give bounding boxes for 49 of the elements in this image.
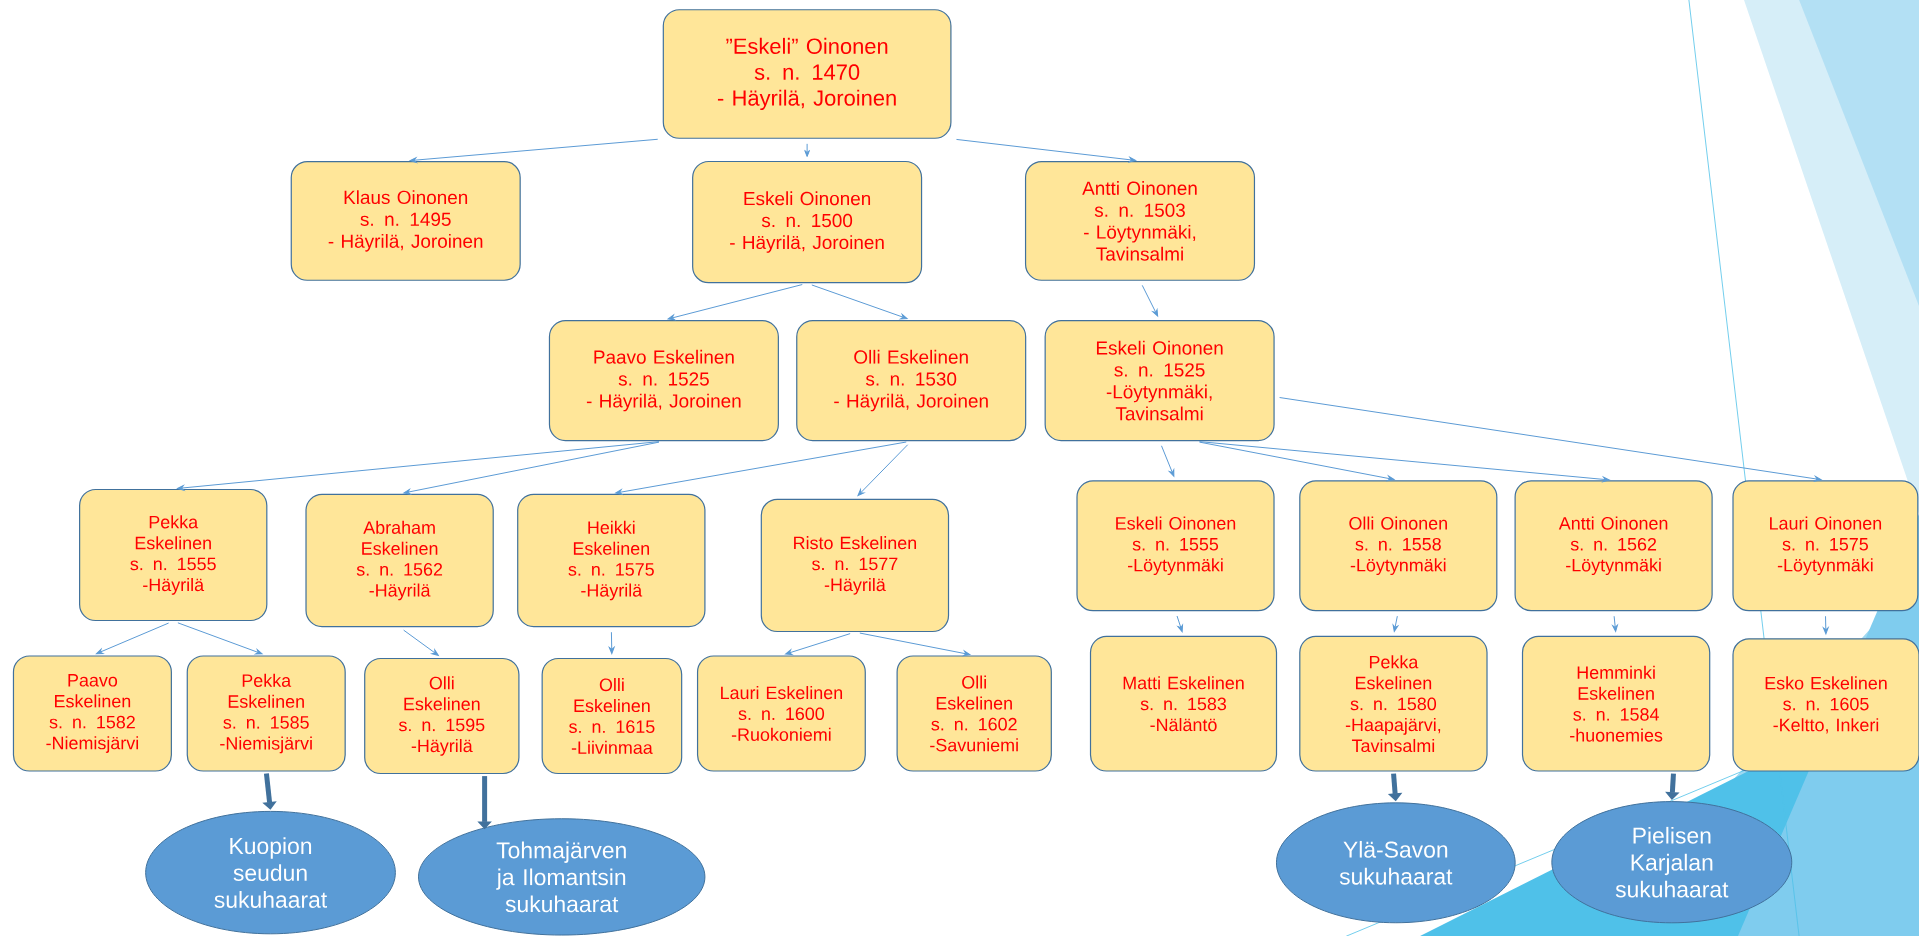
- arrow: [177, 441, 660, 491]
- arrow: [859, 632, 971, 657]
- person-box: Olli Eskelinen s. n. 1595 -Häyrilä: [364, 657, 520, 775]
- arrow: [409, 138, 659, 163]
- arrow: [804, 143, 810, 157]
- arrow: [1612, 615, 1618, 632]
- person-box: Olli Oinonen s. n. 1558 -Löytynmäki: [1299, 480, 1498, 612]
- arrow: [1199, 441, 1610, 483]
- arrow: [1279, 397, 1822, 482]
- person-box: Lauri Eskelinen s. n. 1600 -Ruokoniemi: [696, 655, 866, 772]
- person-box: Antti Oinonen s. n. 1562 -Löytynmäki: [1514, 480, 1713, 612]
- arrow: [615, 441, 907, 495]
- person-box: Olli Eskelinen s. n. 1602 -Savuniemi: [896, 655, 1052, 772]
- person-box: Lauri Oinonen s. n. 1575 -Löytynmäki: [1732, 480, 1919, 612]
- person-box: Pekka Eskelinen s. n. 1580 -Haapajärvi, Tavinsalmi: [1299, 635, 1488, 772]
- arrow: [1392, 615, 1399, 632]
- arrow: [1822, 615, 1829, 635]
- arrow: [403, 629, 439, 656]
- arrow: [667, 284, 803, 321]
- person-box: Matti Eskelinen s. n. 1583 -Näläntö: [1089, 635, 1278, 772]
- person-box: Risto Eskelinen s. n. 1577 -Häyrilä: [760, 498, 950, 633]
- arrow: [177, 622, 263, 655]
- arrow: [1176, 615, 1184, 633]
- arrow: [785, 633, 851, 655]
- arrow: [608, 631, 615, 654]
- person-box: Olli Eskelinen s. n. 1615 -Liivinmaa: [541, 657, 683, 775]
- arrow: [857, 444, 909, 497]
- person-box: Abraham Eskelinen s. n. 1562 -Häyrilä: [305, 493, 494, 628]
- person-box: Eskeli Oinonen s. n. 1555 -Löytynmäki: [1076, 480, 1275, 612]
- person-box: Pekka Eskelinen s. n. 1555 -Häyrilä: [79, 488, 268, 622]
- person-box: Heikki Eskelinen s. n. 1575 -Häyrilä: [517, 493, 706, 628]
- arrow: [1199, 441, 1395, 482]
- person-box: Esko Eskelinen s. n. 1605 -Keltto, Inkeri: [1732, 638, 1919, 772]
- person-box: Hemminki Eskelinen s. n. 1584 -huonemies: [1521, 635, 1711, 772]
- person-box: Antti Oinonen s. n. 1503 - Löytynmäki, Tavinsalmi: [1024, 160, 1256, 281]
- person-box: Klaus Oinonen s. n. 1495 - Häyrilä, Joroinen: [290, 160, 521, 281]
- arrow: [1161, 445, 1175, 477]
- arrow: [95, 622, 170, 655]
- arrow: [403, 441, 660, 495]
- arrow: [1141, 284, 1159, 317]
- person-box: ”Eskeli” Oinonen s. n. 1470 - Häyrilä, Joroinen: [662, 9, 952, 139]
- arrow: [811, 284, 908, 320]
- person-box: Paavo Eskelinen s. n. 1582 -Niemisjärvi: [12, 655, 172, 772]
- person-box: Eskeli Oinonen s. n. 1500 - Häyrilä, Joroinen: [692, 160, 923, 284]
- person-box: Olli Eskelinen s. n. 1530 - Häyrilä, Joroinen: [796, 320, 1027, 442]
- person-box: Pekka Eskelinen s. n. 1585 -Niemisjärvi: [186, 655, 346, 772]
- person-box: Eskeli Oinonen s. n. 1525 -Löytynmäki, Tavinsalmi: [1044, 320, 1275, 442]
- person-box: Paavo Eskelinen s. n. 1525 - Häyrilä, Joroinen: [548, 320, 779, 442]
- arrow: [956, 138, 1137, 163]
